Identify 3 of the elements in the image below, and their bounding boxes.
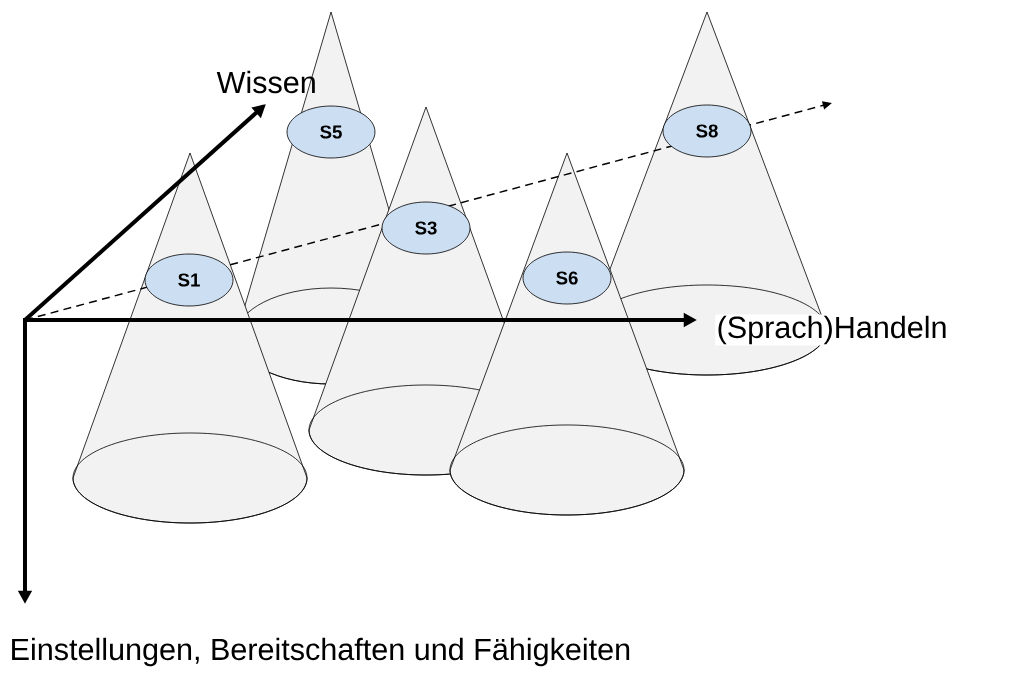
axis-label: Wissen <box>216 70 315 94</box>
axis-label: (Sprach)Handeln <box>715 314 949 346</box>
axis-label: Einstellungen, Bereitschaften und Fähigkeiten <box>12 637 630 667</box>
